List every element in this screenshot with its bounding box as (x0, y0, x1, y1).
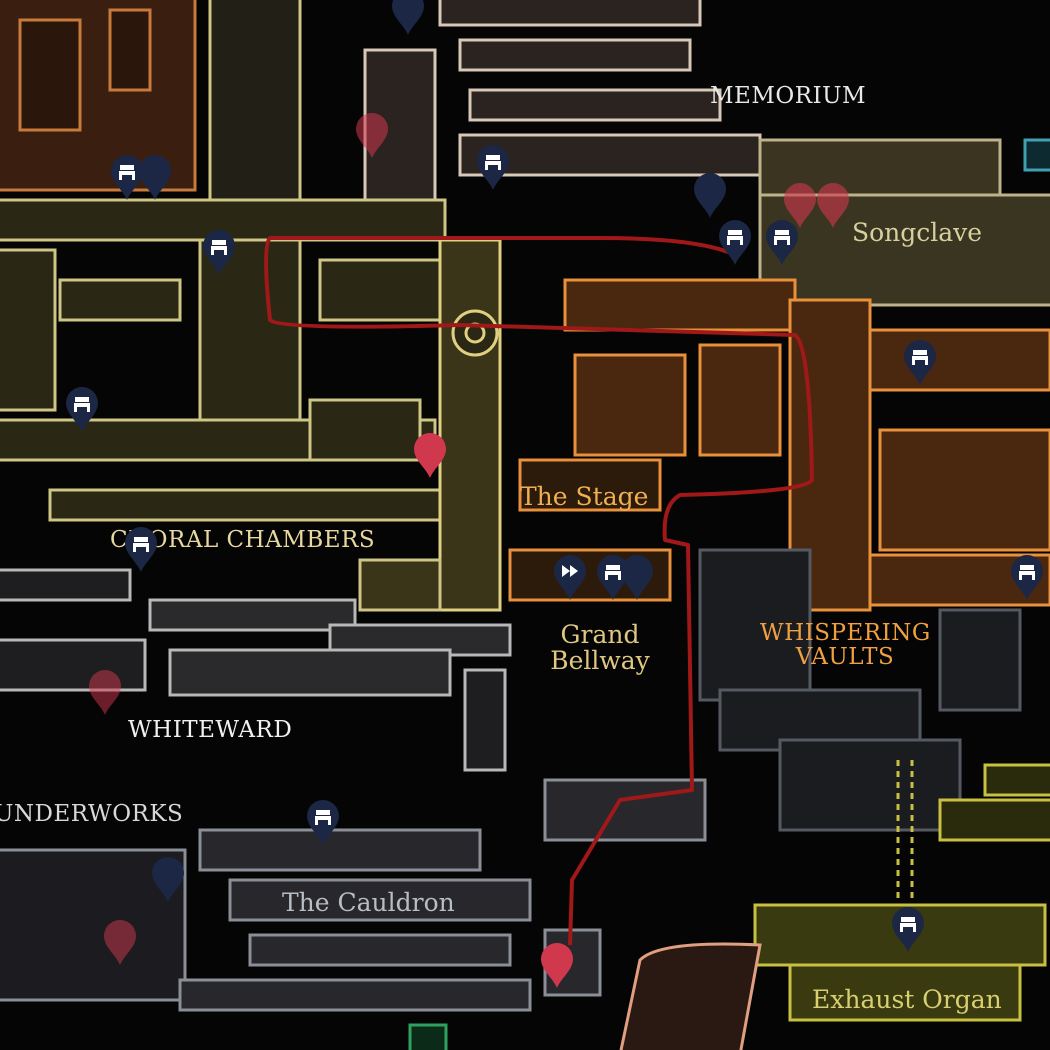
region-teal (1023, 138, 1050, 172)
bench-pin-icon[interactable] (765, 219, 799, 265)
bench-pin-icon[interactable] (65, 386, 99, 432)
bench-pin-icon[interactable] (596, 554, 630, 600)
region-top-left (0, 0, 197, 192)
label-the-stage: The Stage (520, 482, 649, 511)
red-marker-pin-icon[interactable] (816, 182, 850, 228)
red-marker-pin-icon[interactable] (540, 942, 574, 988)
region-exhaust-organ (753, 760, 1050, 1022)
bench-pin-icon[interactable] (202, 229, 236, 275)
label-exhaust-organ: Exhaust Organ (812, 985, 1002, 1014)
region-choral-chambers (0, 0, 502, 612)
map-pin-icon[interactable] (391, 0, 425, 35)
hub-ring (451, 309, 499, 357)
bench-pin-icon[interactable] (718, 219, 752, 265)
red-marker-pin-icon[interactable] (88, 669, 122, 715)
region-whispering-vaults (508, 278, 1050, 612)
label-whispering-vaults: WHISPERING VAULTS (760, 620, 931, 671)
bench-pin-icon[interactable] (306, 799, 340, 845)
fast-travel-pin-icon[interactable] (553, 554, 587, 600)
bench-pin-icon[interactable] (476, 144, 510, 190)
bench-pin-icon[interactable] (124, 526, 158, 572)
label-whiteward: WHITEWARD (128, 717, 293, 743)
map-pin-icon[interactable] (151, 856, 185, 902)
red-marker-pin-icon[interactable] (783, 182, 817, 228)
region-whiteward (0, 568, 512, 772)
label-underworks: UNDERWORKS (0, 801, 184, 827)
red-marker-pin-icon[interactable] (355, 112, 389, 158)
map-pin-icon[interactable] (620, 554, 654, 600)
bench-pin-icon[interactable] (891, 906, 925, 952)
map-pin-icon[interactable] (138, 154, 172, 200)
region-dark-right (698, 548, 1022, 832)
label-memorium: MEMORIUM (710, 83, 867, 109)
region-green (408, 1023, 448, 1050)
bench-pin-icon[interactable] (903, 339, 937, 385)
red-marker-pin-icon[interactable] (103, 919, 137, 965)
region-memorium (363, 0, 1002, 212)
bench-pin-icon[interactable] (1010, 554, 1044, 600)
red-marker-pin-icon[interactable] (413, 432, 447, 478)
label-the-cauldron: The Cauldron (282, 888, 455, 917)
route-path (264, 236, 814, 946)
map-pin-icon[interactable] (693, 172, 727, 218)
label-grand-bellway: Grand Bellway (550, 620, 650, 676)
bench-pin-icon[interactable] (110, 154, 144, 200)
region-salmon (619, 942, 762, 1050)
label-songclave: Songclave (852, 218, 983, 247)
